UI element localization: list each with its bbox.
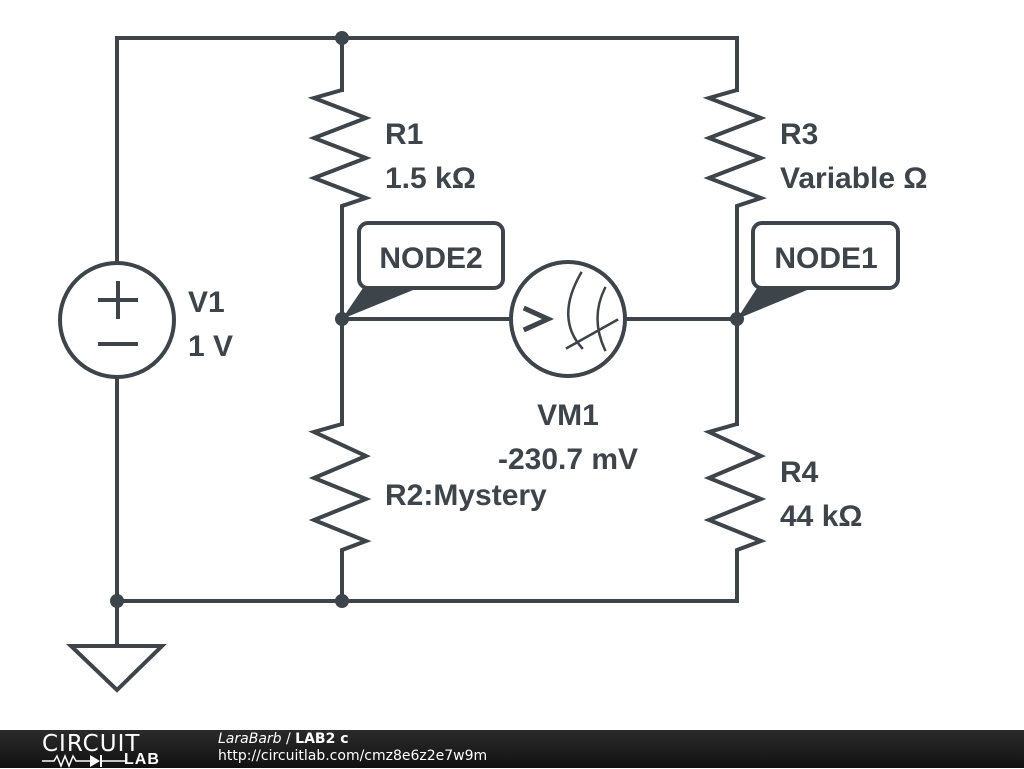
v1-value-label: 1 V: [188, 330, 233, 363]
logo-text-lab: LAB: [124, 751, 160, 768]
node2-text: NODE2: [379, 242, 482, 275]
ground-symbol[interactable]: [66, 644, 167, 693]
r2-name-label: R2:Mystery: [385, 479, 547, 512]
vm1-name-label: VM1: [537, 399, 599, 432]
r1-value-label: 1.5 kΩ: [385, 162, 476, 195]
junction-dot: [335, 31, 349, 45]
resistor-r1[interactable]: R1 1.5 kΩ: [307, 84, 476, 214]
voltmeter-icon: [509, 260, 627, 378]
circuit-title[interactable]: LAB2 c: [295, 731, 349, 747]
r3-value-label: Variable Ω: [780, 162, 927, 195]
resistor-icon: [307, 84, 372, 214]
wire-v1-bottom: [115, 376, 739, 603]
r1-name-label: R1: [385, 118, 423, 151]
resistor-r2[interactable]: R2:Mystery: [308, 418, 547, 558]
r4-name-label: R4: [780, 456, 819, 489]
voltmeter-needle-icon: [565, 318, 619, 350]
circuit-url[interactable]: http://circuitlab.com/cmz8e6z2e7w9m: [218, 748, 488, 764]
node-label-node1[interactable]: NODE1: [737, 221, 900, 319]
node-label-box: [751, 221, 900, 290]
voltage-source-v1[interactable]: V1 1 V: [58, 261, 233, 379]
resistor-r3[interactable]: R3 Variable Ω: [702, 84, 927, 214]
logo-text-circuit: CIRCUIT: [42, 731, 141, 757]
junction-dot: [335, 594, 349, 608]
node-pointer-icon: [737, 288, 812, 319]
junction-dot: [110, 594, 124, 608]
wire-top-rail: [115, 36, 739, 264]
r3-name-label: R3: [780, 118, 818, 151]
voltmeter-vm1[interactable]: VM1 -230.7 mV: [498, 260, 638, 476]
node1-text: NODE1: [774, 242, 877, 275]
circuit-info: LaraBarb / LAB2 c http://circuitlab.com/…: [218, 731, 487, 765]
resistor-icon: [703, 418, 767, 558]
node-label-box: [357, 221, 505, 290]
resistor-icon: [308, 418, 372, 558]
v1-name-label: V1: [188, 286, 225, 319]
node-pointer-icon: [342, 288, 418, 319]
vm1-value-label: -230.7 mV: [498, 443, 638, 476]
voltmeter-arrow-icon: [522, 305, 555, 333]
title-separator: /: [281, 731, 296, 747]
resistor-icon: [702, 84, 767, 214]
circuitlab-logo[interactable]: CIRCUIT LAB: [42, 731, 182, 768]
resistor-r4[interactable]: R4 44 kΩ: [703, 418, 862, 558]
ground-icon: [66, 644, 167, 693]
footer-bar: CIRCUIT LAB LaraBarb / LAB2 c http://cir…: [0, 730, 1024, 768]
author-link[interactable]: LaraBarb: [218, 731, 282, 747]
voltmeter-arc-icon: [567, 271, 584, 350]
resistor-diode-logo-icon: [42, 753, 126, 768]
node-label-node2[interactable]: NODE2: [342, 221, 505, 319]
r4-value-label: 44 kΩ: [780, 500, 862, 533]
voltage-source-icon: [58, 261, 176, 379]
voltmeter-arc-icon: [596, 286, 607, 352]
circuit-schematic: V1 1 V R1 1.5 kΩ R2:Mystery R3 Variable …: [58, 31, 927, 693]
